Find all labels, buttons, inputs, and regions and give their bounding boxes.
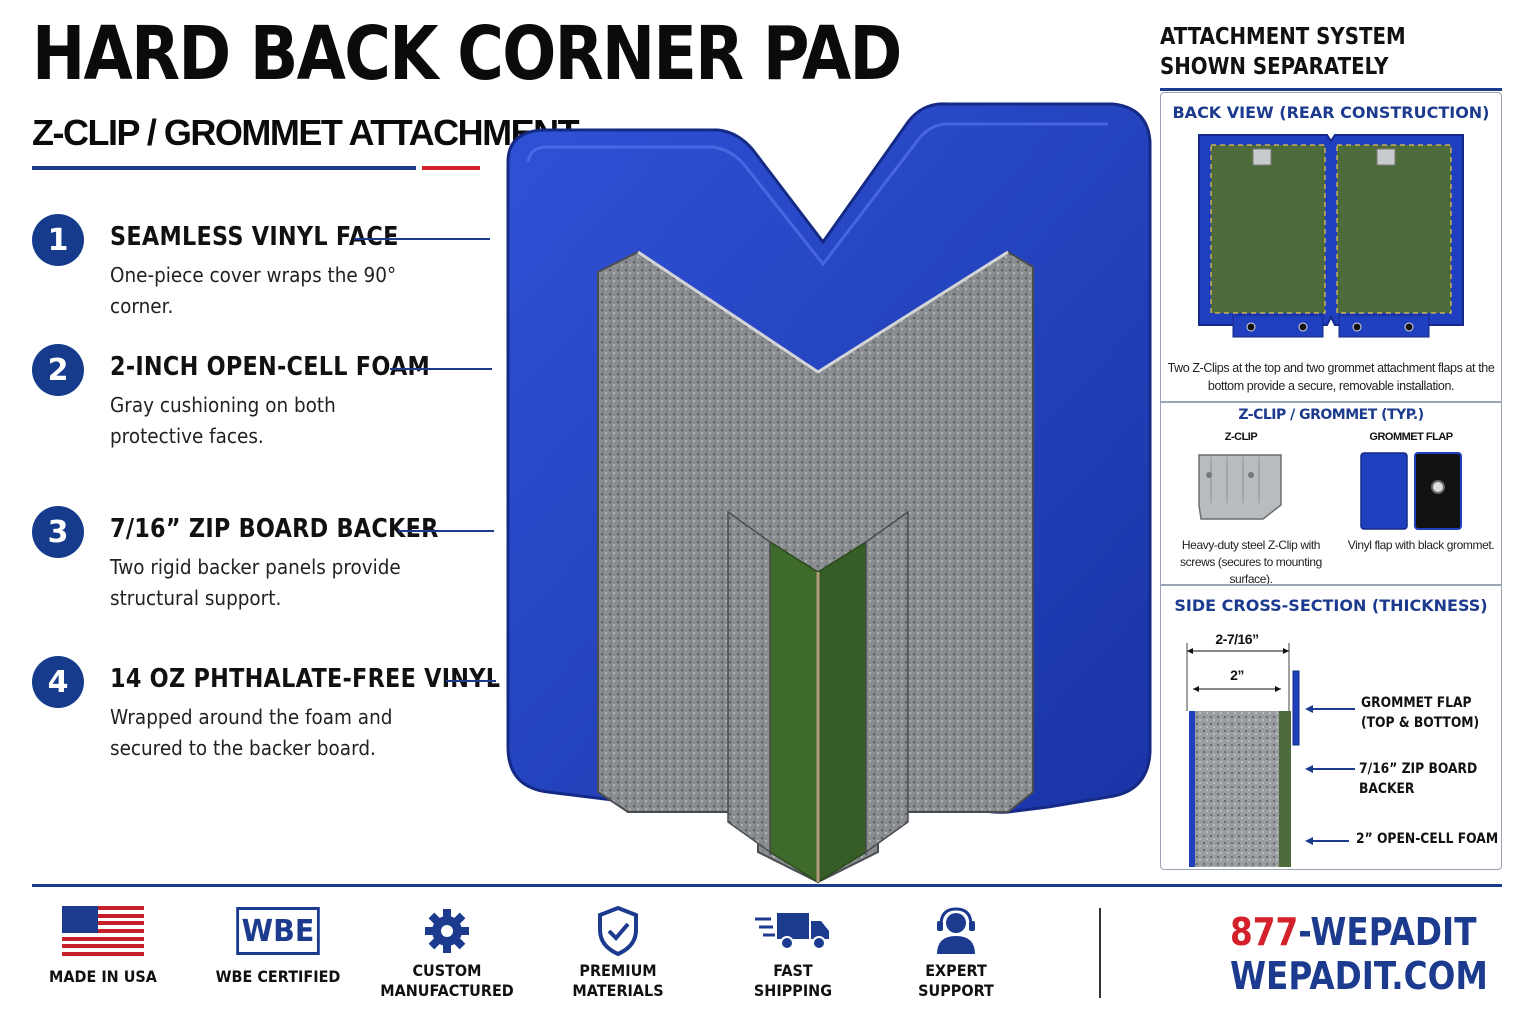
footer-divider xyxy=(32,884,1502,887)
badge-label: PREMIUM MATERIALS xyxy=(551,961,686,1001)
grommet-flap-illustration xyxy=(1360,452,1462,530)
arrow-left-icon xyxy=(1305,705,1355,713)
feature-number-badge: 1 xyxy=(32,214,84,266)
badge-fast-shipping: FAST SHIPPING xyxy=(718,905,868,1015)
page-subtitle: Z-CLIP / GROMMET ATTACHMENT xyxy=(32,112,580,153)
back-view-caption: Two Z-Clips at the top and two grommet a… xyxy=(1167,361,1495,393)
shield-check-icon xyxy=(543,905,693,957)
badge-label-line: FAST xyxy=(773,961,813,980)
grommet-icon xyxy=(1431,480,1445,494)
panel-heading: ATTACHMENT SYSTEM SHOWN SEPARATELY xyxy=(1160,22,1406,82)
title-underline-red xyxy=(422,166,480,170)
leader-line xyxy=(398,530,494,532)
callout-text: BACKER xyxy=(1359,781,1415,797)
dimension-foam: 2” xyxy=(1230,667,1244,683)
leader-line xyxy=(390,368,492,370)
title-underline-blue xyxy=(32,166,416,170)
panel-heading-line2: SHOWN SEPARATELY xyxy=(1160,54,1389,80)
feature-description: One-piece cover wraps the 90° corner. xyxy=(110,263,397,318)
badge-label-line: CUSTOM xyxy=(412,961,482,980)
badge-label: EXPERT SUPPORT xyxy=(889,961,1024,1001)
cross-section-title: SIDE CROSS-SECTION (THICKNESS) xyxy=(1174,596,1488,615)
badge-label-line: EXPERT xyxy=(925,961,987,980)
wbe-logo-icon: WBE xyxy=(203,905,353,957)
feature-heading: 7/16” ZIP BOARD BACKER xyxy=(110,514,439,544)
feature-item-phthalate-free-vinyl: 4 14 OZ PHTHALATE-FREE VINYL Wrapped aro… xyxy=(32,656,502,796)
feature-item-seamless-vinyl-face: 1 SEAMLESS VINYL FACE One-piece cover wr… xyxy=(32,214,502,354)
footer-vertical-divider xyxy=(1099,908,1101,998)
phone-suffix: -WEPADIT xyxy=(1298,910,1477,954)
zclip-label: Z-CLIP xyxy=(1224,431,1258,443)
callout-text: GROMMET FLAP xyxy=(1361,695,1472,711)
badge-label: WBE CERTIFIED xyxy=(215,967,341,986)
callout-zip-board: 7/16” ZIP BOARD BACKER xyxy=(1359,759,1477,799)
grommet-flap-caption: Vinyl flap with black grommet. xyxy=(1347,538,1495,552)
zclip-part-illustration xyxy=(1198,454,1282,520)
section-divider xyxy=(1161,401,1501,403)
badge-label-line: SUPPORT xyxy=(918,981,994,1000)
badge-label-line: MANUFACTURED xyxy=(380,981,514,1000)
badge-expert-support: EXPERT SUPPORT xyxy=(881,905,1031,1015)
zclip-caption: Heavy-duty steel Z-Clip with screws (sec… xyxy=(1180,538,1322,586)
panel-heading-rule xyxy=(1160,88,1502,91)
feature-item-zip-board-backer: 3 7/16” ZIP BOARD BACKER Two rigid backe… xyxy=(32,506,502,646)
grommet-icon xyxy=(1298,322,1308,332)
callout-foam: 2” OPEN-CELL FOAM xyxy=(1356,831,1499,847)
grommet-icon xyxy=(1404,322,1414,332)
badge-label-line: MATERIALS xyxy=(572,981,664,1000)
badge-label: CUSTOM MANUFACTURED xyxy=(380,961,515,1001)
back-view-title: BACK VIEW (REAR CONSTRUCTION) xyxy=(1172,103,1490,122)
headset-icon xyxy=(881,905,1031,957)
arrow-left-icon xyxy=(1305,837,1349,845)
truck-icon xyxy=(718,905,868,957)
badge-custom-manufactured: CUSTOM MANUFACTURED xyxy=(372,905,522,1015)
callout-grommet-flap: GROMMET FLAP (TOP & BOTTOM) xyxy=(1361,693,1479,733)
dimension-total: 2-7/16” xyxy=(1215,631,1259,647)
foam-inner-edges xyxy=(727,510,909,854)
wbe-logo-text: WBE xyxy=(236,907,320,955)
badge-label: FAST SHIPPING xyxy=(726,961,861,1001)
grommet-flap-label: GROMMET FLAP xyxy=(1369,431,1453,443)
feature-number-badge: 4 xyxy=(32,656,84,708)
phone-prefix: 877 xyxy=(1230,910,1299,954)
feature-description: Gray cushioning on both protective faces… xyxy=(110,393,336,448)
us-flag-icon xyxy=(28,905,178,957)
badge-made-in-usa: MADE IN USA xyxy=(28,905,178,1015)
z-clip-icon xyxy=(1252,148,1272,166)
cross-section-diagram xyxy=(1186,643,1300,867)
phone-number[interactable]: 877-WEPADIT xyxy=(1230,910,1477,954)
gear-icon xyxy=(372,905,522,957)
feature-heading: 14 OZ PHTHALATE-FREE VINYL xyxy=(110,664,501,694)
page-title: HARD BACK CORNER PAD xyxy=(32,11,902,97)
section-divider xyxy=(1161,584,1501,586)
badge-label-line: SHIPPING xyxy=(753,981,833,1000)
zip-board-backer xyxy=(769,540,867,884)
feature-number-badge: 2 xyxy=(32,344,84,396)
callout-text: (TOP & BOTTOM) xyxy=(1361,715,1480,731)
badge-wbe-certified: WBE WBE CERTIFIED xyxy=(203,905,353,1015)
feature-heading: 2-INCH OPEN-CELL FOAM xyxy=(110,352,431,382)
arrow-left-icon xyxy=(1305,765,1355,773)
back-view-illustration xyxy=(1198,134,1464,338)
feature-item-open-cell-foam: 2 2-INCH OPEN-CELL FOAM Gray cushioning … xyxy=(32,344,502,484)
badge-label: MADE IN USA xyxy=(49,967,157,986)
typical-title: Z-CLIP / GROMMET (TYP.) xyxy=(1238,407,1424,423)
feature-description: Two rigid backer panels provide structur… xyxy=(110,555,401,610)
website-link[interactable]: WEPADIT.COM xyxy=(1230,954,1488,998)
feature-description: Wrapped around the foam and secured to t… xyxy=(110,705,393,760)
panel-heading-line1: ATTACHMENT SYSTEM xyxy=(1160,24,1406,50)
feature-heading: SEAMLESS VINYL FACE xyxy=(110,222,399,252)
grommet-icon xyxy=(1246,322,1256,332)
grommet-icon xyxy=(1352,322,1362,332)
corner-pad-illustration xyxy=(506,102,1152,884)
leader-line xyxy=(446,680,496,682)
z-clip-icon xyxy=(1376,148,1396,166)
callout-text: 7/16” ZIP BOARD xyxy=(1359,761,1478,777)
leader-line xyxy=(354,238,490,240)
attachment-system-panel: BACK VIEW (REAR CONSTRUCTION) Two Z-Clip… xyxy=(1160,92,1502,870)
badge-label-line: PREMIUM xyxy=(579,961,657,980)
feature-number-badge: 3 xyxy=(32,506,84,558)
badge-premium-materials: PREMIUM MATERIALS xyxy=(543,905,693,1015)
